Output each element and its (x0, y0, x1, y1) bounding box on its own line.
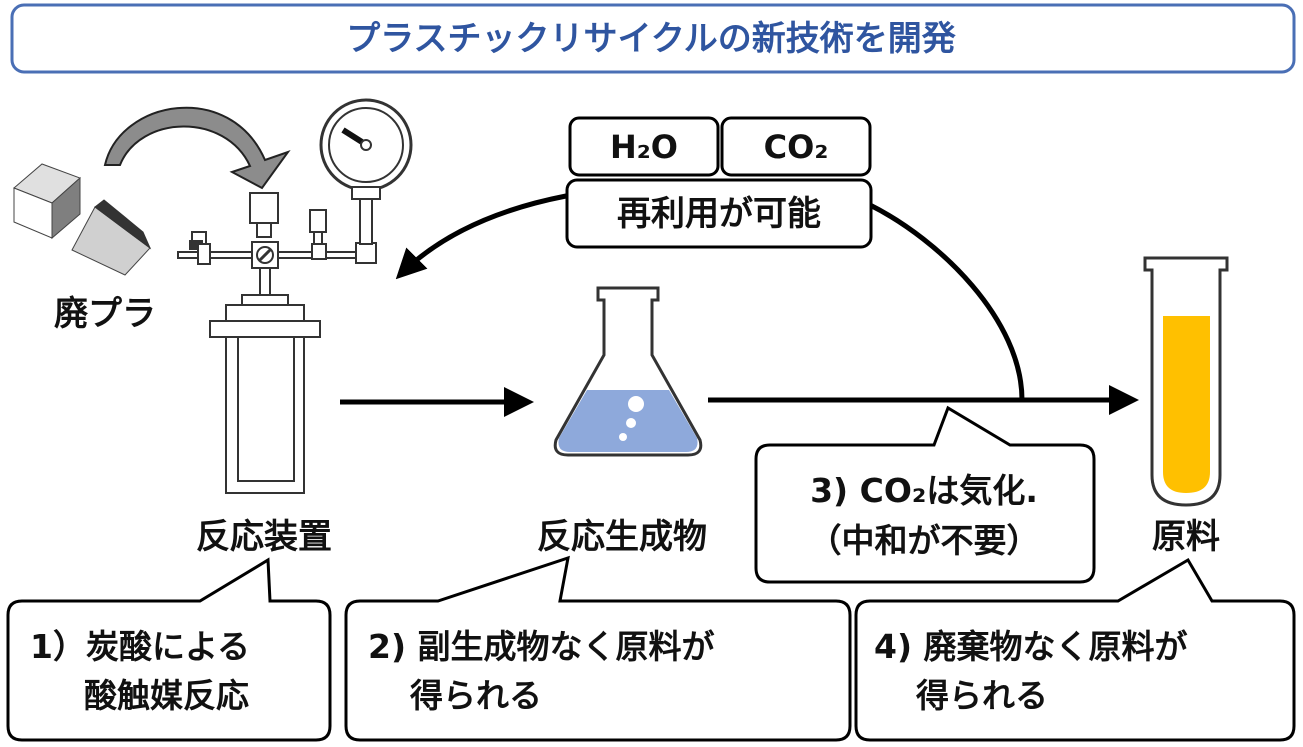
title: プラスチックリサイクルの新技術を開発 (346, 19, 957, 59)
co2-label: CO₂ (764, 128, 829, 166)
h2o-label: H₂O (610, 128, 678, 166)
callout-3-line1: 3) CO₂は気化. (810, 471, 1038, 510)
callout-2-line1: 2) 副生成物なく原料が (368, 627, 715, 666)
co2-tag: CO₂ (720, 116, 872, 177)
waste-plastic-icon (13, 163, 152, 276)
title-banner: プラスチックリサイクルの新技術を開発 (10, 3, 1296, 74)
callout-2: 2) 副生成物なく原料が 得られる (344, 555, 852, 742)
reactor-label: 反応装置 (196, 517, 332, 557)
product-label: 反応生成物 (537, 517, 707, 557)
waste-plastic-label: 廃プラ (54, 294, 156, 334)
recycle-curve-left (395, 193, 567, 280)
h2o-tag: H₂O (568, 116, 720, 177)
reusable-label: 再利用が可能 (617, 194, 821, 234)
callout-1-line1: 1）炭酸による (30, 627, 250, 666)
callout-2-line2: 得られる (409, 676, 542, 715)
callout-3-line2: （中和が不要） (809, 521, 1040, 560)
callout-4-line1: 4) 廃棄物なく原料が (874, 627, 1188, 666)
recycle-curve-right (868, 202, 1025, 401)
reusable-box: 再利用が可能 (565, 178, 873, 249)
test-tube-icon (1143, 256, 1229, 507)
callout-4-line2: 得られる (915, 676, 1048, 715)
feed-arrow (103, 106, 291, 190)
callout-1-line2: 酸触媒反応 (84, 676, 249, 715)
flask-icon (553, 286, 703, 457)
callout-4: 4) 廃棄物なく原料が 得られる (854, 557, 1296, 742)
callout-3: 3) CO₂は気化. （中和が不要） (754, 405, 1096, 584)
callout-1: 1）炭酸による 酸触媒反応 (6, 557, 332, 742)
raw-material-label: 原料 (1152, 517, 1220, 557)
reactor-icon (177, 98, 413, 494)
